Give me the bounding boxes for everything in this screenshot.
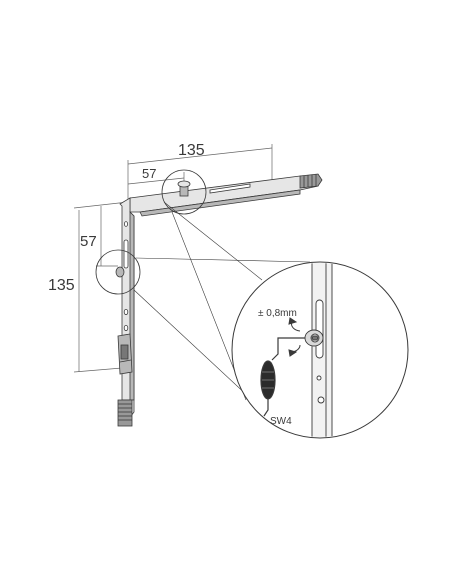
side-inner-label: 57 [80, 233, 97, 250]
side-overall-ext-bottom [73, 367, 123, 373]
top-overall-label: 135 [178, 142, 205, 159]
leader-line [135, 257, 311, 263]
detail-hole [316, 375, 322, 381]
cam-hex [311, 335, 319, 341]
side-overall-label: 135 [48, 277, 75, 294]
hex-key-icon [260, 337, 305, 417]
magnified-content [304, 263, 333, 437]
top-inner-label: 57 [142, 166, 156, 181]
top-rail-gear-rack [299, 173, 323, 189]
top-rail [129, 173, 323, 217]
lower-block-detail [120, 344, 129, 360]
top-inner-dim-line [127, 177, 185, 185]
arrow-head-lower [288, 349, 298, 357]
detail-hole [317, 396, 325, 404]
top-adjust-screw [177, 180, 191, 197]
top-overall-dim-line [127, 147, 273, 165]
leader-line [163, 201, 263, 281]
side-adjust-screw [115, 266, 125, 278]
arm-hole [124, 221, 129, 227]
bottom-gear-rack [117, 399, 133, 427]
adjust-range-label: ± 0,8mm [258, 308, 297, 319]
side-overall-ext-top [73, 201, 129, 209]
top-rail-slot [209, 183, 251, 194]
arrow-head-upper [288, 317, 298, 325]
detail-slot [315, 299, 324, 359]
arm-hole [123, 308, 129, 315]
arm-slot [123, 239, 129, 269]
vertical-arm [115, 197, 135, 421]
bottom-rack-body [117, 399, 133, 427]
arm-hole [123, 324, 129, 331]
side-dimension-group [73, 201, 129, 373]
side-detail-ring [95, 249, 141, 295]
rotation-arrows-icon [288, 317, 301, 357]
top-rail-underside [139, 189, 301, 217]
leader-line [133, 289, 251, 399]
top-screw-head [177, 180, 191, 188]
hex-key-lower [263, 398, 269, 417]
tool-size-label: SW4 [270, 416, 292, 427]
lower-block-line [119, 359, 132, 363]
hex-key-shaft [271, 337, 305, 361]
detail-cam [304, 329, 324, 347]
top-detail-ring [161, 169, 207, 215]
